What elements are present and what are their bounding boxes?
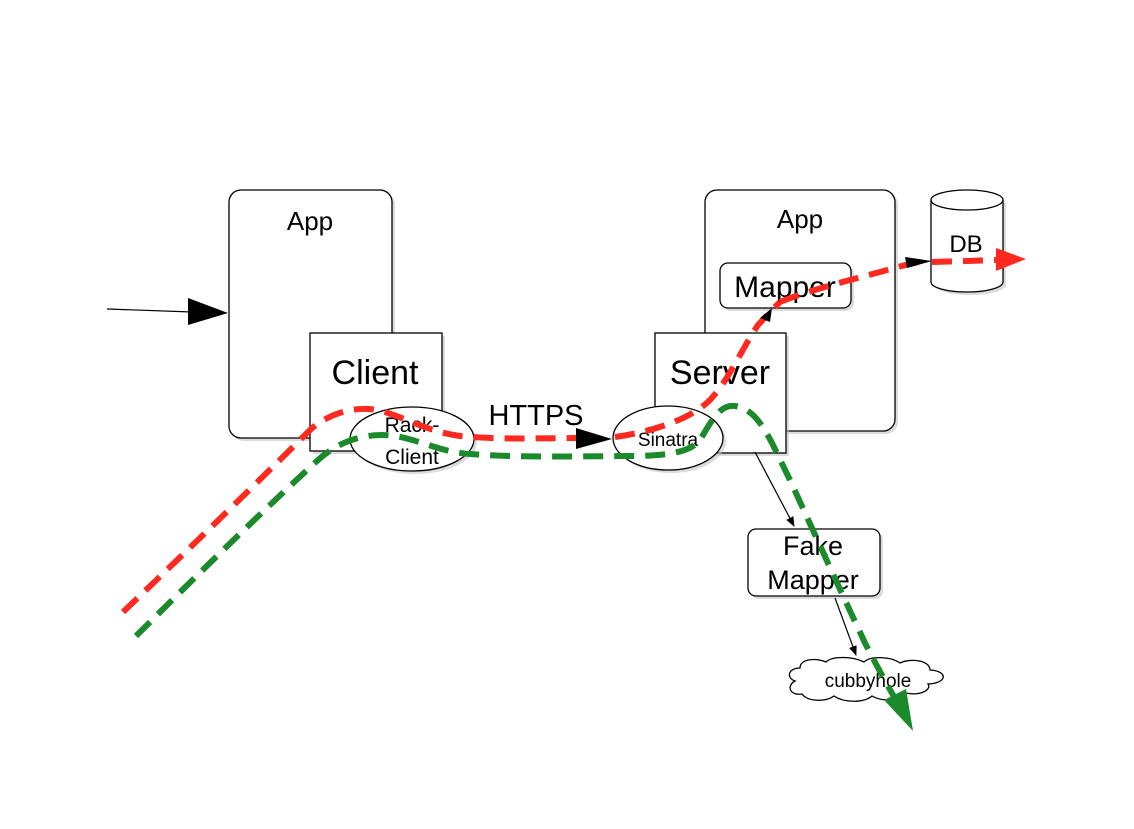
db-label: DB [949,231,982,258]
mapper-box: Mapper [719,262,854,311]
cubbyhole-label: cubbyhole [825,671,912,692]
red-request-path [120,248,1026,615]
server-to-fake-mapper-arrow [754,451,795,527]
cubbyhole-cloud: cubbyhole [788,656,944,702]
https-label: HTTPS [488,400,583,432]
fake-mapper-to-cubbyhole-arrow [834,597,857,656]
sinatra-label: Sinatra [638,430,699,451]
server-label: Server [670,354,770,392]
right-app-label: App [777,204,823,234]
db-cylinder: DB [930,189,1006,295]
rack-client-label-line2: Client [385,446,439,469]
sinatra-node: Sinatra [612,405,726,473]
https-arrowhead [576,428,612,449]
green-request-path [133,402,913,731]
entry-arrow [106,298,228,325]
fake-mapper-label-line2: Mapper [767,565,859,595]
left-app-label: App [287,206,333,236]
fake-mapper-box: Fake Mapper [747,528,883,599]
client-label: Client [332,354,419,392]
